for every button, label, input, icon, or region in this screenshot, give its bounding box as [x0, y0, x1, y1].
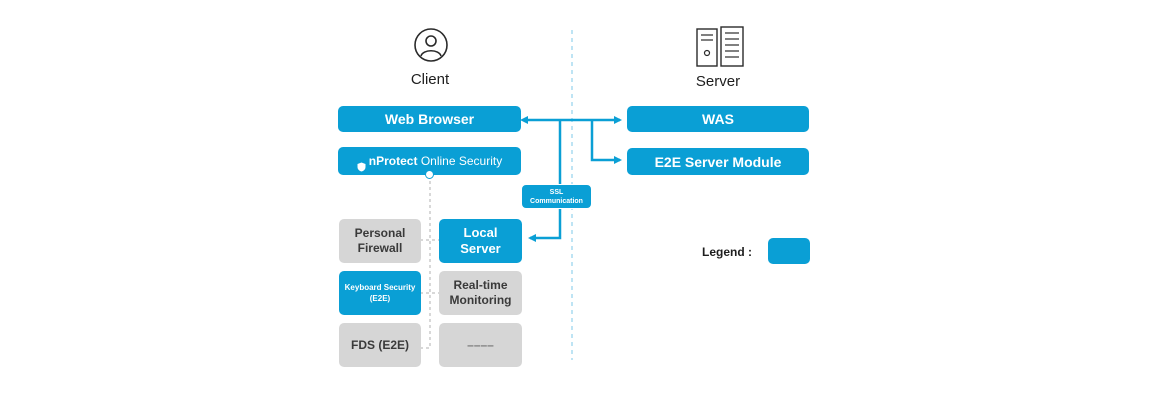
legend-label: Legend : [702, 245, 752, 259]
shield-icon [357, 147, 366, 175]
client-title: Client [410, 71, 450, 88]
personal-firewall-box: Personal Firewall [339, 219, 421, 263]
web-browser-box: Web Browser [338, 106, 521, 132]
local-server-arrow [528, 120, 562, 242]
nprotect-brand-bold: nProtect [368, 154, 418, 168]
local-server-box: Local Server [439, 219, 522, 263]
module-tree-lines [420, 175, 440, 349]
server-icon [695, 26, 745, 68]
legend-swatch [768, 238, 810, 264]
fds-box: FDS (E2E) [339, 323, 421, 367]
nprotect-brand-rest: Online Security [417, 154, 503, 168]
was-box: WAS [627, 106, 809, 132]
realtime-monitoring-box: Real-time Monitoring [439, 271, 522, 315]
e2e-server-module-box: E2E Server Module [627, 148, 809, 175]
connection-node [425, 170, 434, 179]
ssl-communication-label: SSL Communication [521, 184, 592, 209]
keyboard-security-box: Keyboard Security (E2E) [339, 271, 421, 315]
user-icon [413, 27, 449, 63]
placeholder-box: –––– [439, 323, 522, 367]
e2e-branch-arrow [590, 120, 622, 164]
server-title: Server [695, 73, 741, 90]
